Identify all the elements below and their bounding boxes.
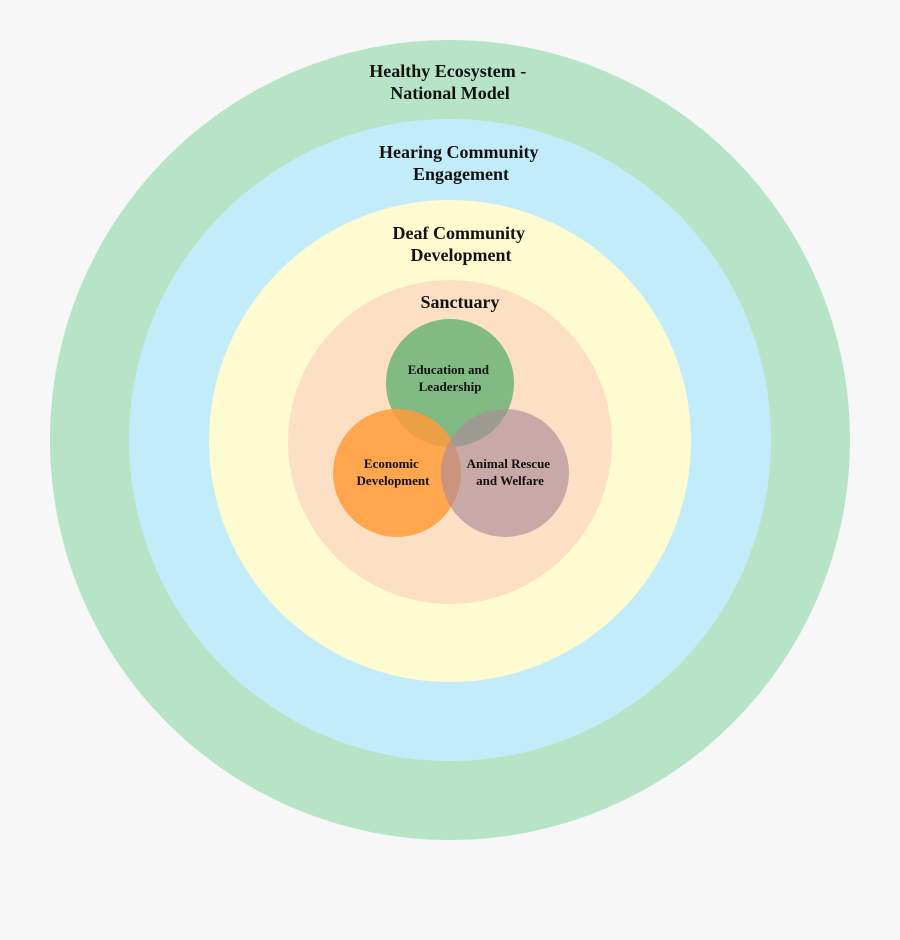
ring-label-ecosystem-line-1: Healthy Ecosystem -: [369, 61, 526, 81]
ring-label-sanctuary-line-1: Sanctuary: [420, 292, 499, 312]
venn-label-animal-line-1: Animal Rescue: [467, 456, 551, 471]
ring-label-hearing: Hearing Community Engagement: [379, 142, 543, 184]
venn-label-economic: Economic Development: [357, 456, 431, 488]
venn-label-education-line-2: Leadership: [419, 379, 482, 394]
venn-circle-economic: [333, 409, 461, 537]
ring-label-sanctuary: Sanctuary: [420, 292, 499, 312]
venn-label-education-line-1: Education and: [408, 362, 490, 377]
venn-label-economic-line-2: Development: [357, 473, 431, 488]
ring-label-ecosystem: Healthy Ecosystem - National Model: [369, 61, 530, 103]
ring-label-ecosystem-line-2: National Model: [390, 83, 510, 103]
ring-label-deaf-line-1: Deaf Community: [393, 223, 526, 243]
ring-label-deaf: Deaf Community Development: [393, 223, 530, 265]
venn-label-animal: Animal Rescue and Welfare: [467, 456, 554, 488]
venn-label-education: Education and Leadership: [408, 362, 493, 394]
ring-label-hearing-line-1: Hearing Community: [379, 142, 539, 162]
ring-label-hearing-line-2: Engagement: [413, 164, 509, 184]
ring-label-deaf-line-2: Development: [411, 245, 512, 265]
venn-label-economic-line-1: Economic: [364, 456, 419, 471]
venn-label-animal-line-2: and Welfare: [476, 473, 544, 488]
venn-circle-animal: [441, 409, 569, 537]
